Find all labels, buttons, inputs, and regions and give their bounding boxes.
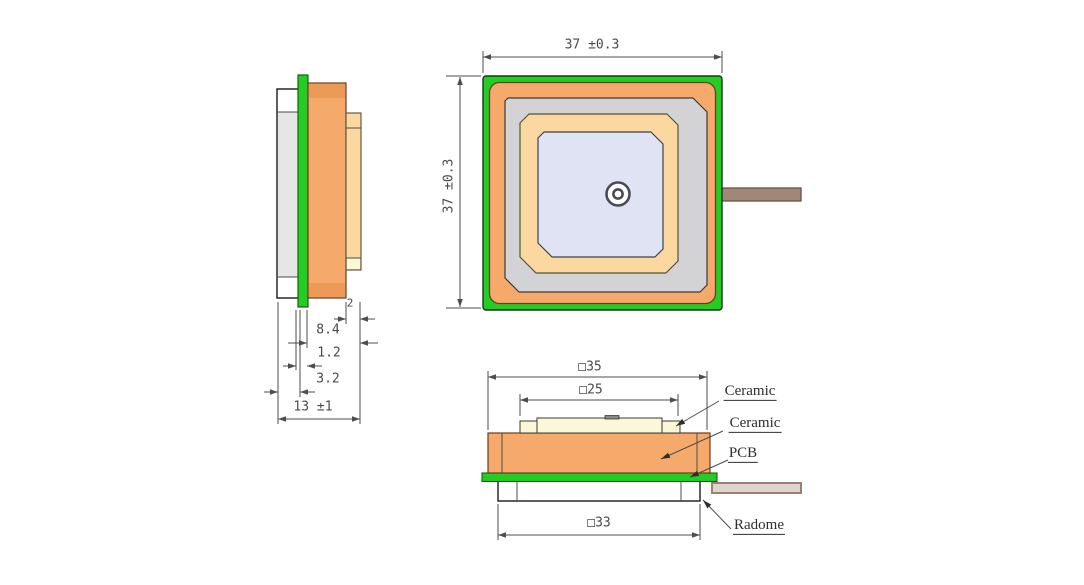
bottom-feed-bump bbox=[604, 415, 620, 420]
side-view-dimensions bbox=[264, 302, 378, 424]
bottom-view bbox=[481, 415, 802, 502]
side-pcb bbox=[297, 74, 309, 308]
bottom-cable bbox=[711, 482, 802, 494]
side-ceramic-top bbox=[345, 112, 362, 271]
dim-radome-wall: 3.2 bbox=[316, 371, 340, 387]
bottom-view-dimensions bbox=[487, 371, 708, 540]
top-view bbox=[482, 75, 802, 311]
dim-radome-width: □33 bbox=[587, 515, 611, 531]
label-radome: Radome bbox=[733, 517, 785, 536]
side-view bbox=[276, 74, 362, 308]
dim-top-height: 37 ±0.3 bbox=[441, 158, 457, 214]
dim-ceramic-top-thickness: 2 bbox=[346, 296, 354, 310]
bottom-ceramic-top-capL bbox=[519, 420, 538, 434]
callout-leaders bbox=[660, 400, 732, 530]
top-patch-electrode bbox=[537, 131, 664, 258]
bottom-ceramic-top-capR bbox=[661, 420, 681, 434]
bottom-ceramic-main bbox=[487, 432, 711, 474]
top-cable bbox=[711, 187, 802, 202]
dim-total-height: 13 ±1 bbox=[293, 399, 333, 415]
dim-top-width: 37 ±0.3 bbox=[564, 37, 620, 53]
dim-body-width: □35 bbox=[578, 359, 602, 375]
side-ceramic-main bbox=[307, 82, 347, 299]
label-pcb: PCB bbox=[727, 445, 759, 464]
dim-pcb-thickness: 1.2 bbox=[317, 345, 341, 361]
dim-ceramic-stack: 8.4 bbox=[316, 322, 340, 338]
top-view-dimensions bbox=[446, 51, 723, 309]
bottom-radome bbox=[497, 480, 701, 502]
bottom-ceramic-top bbox=[536, 417, 663, 434]
label-ceramic-top: Ceramic bbox=[723, 383, 777, 402]
bottom-pcb bbox=[481, 472, 718, 483]
label-ceramic-main: Ceramic bbox=[728, 415, 782, 434]
dim-patch-width: □25 bbox=[579, 382, 603, 398]
side-radome-mid bbox=[278, 112, 299, 277]
feed-point-inner bbox=[612, 188, 624, 200]
